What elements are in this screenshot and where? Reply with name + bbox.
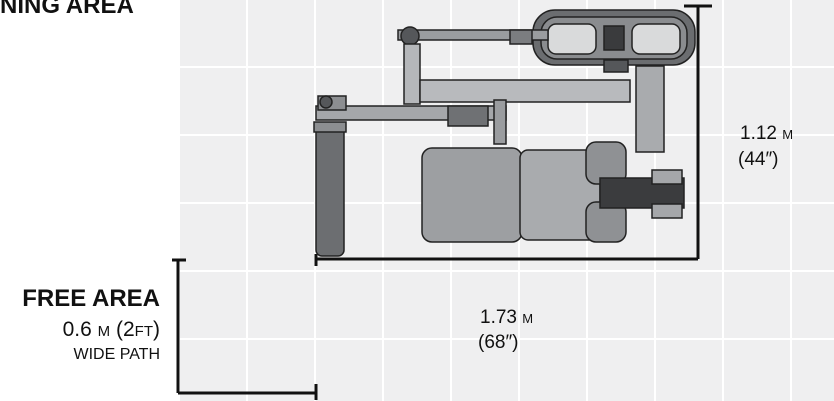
- total-length-unit: M: [522, 307, 534, 328]
- free-area-title: FREE AREA: [22, 285, 160, 312]
- free-area-size-open: (2: [115, 318, 135, 341]
- free-area-size-value: 0.6: [62, 318, 92, 341]
- total-length-label: 1.73 M: [480, 306, 533, 330]
- machine-width-imperial: (44″): [738, 149, 779, 170]
- total-length-value: 1.73: [480, 307, 517, 328]
- machine-top-view: [313, 9, 696, 257]
- free-area-size-close: ): [153, 318, 160, 341]
- machine-width-value: 1.12: [740, 123, 777, 144]
- free-area-size: 0.6 M (2FT): [0, 318, 160, 342]
- total-length-imperial: (68″): [478, 332, 519, 353]
- training-area-outline: [316, 4, 712, 261]
- free-area-size-ft: FT: [134, 318, 153, 341]
- machine-width-unit: M: [782, 123, 794, 144]
- machine-width-label: 1.12 M: [740, 122, 793, 146]
- training-area-title: NING AREA: [0, 0, 134, 19]
- free-area-path-label: WIDE PATH: [73, 346, 160, 363]
- free-area-size-unit: M: [97, 318, 111, 341]
- free-area-outline: [172, 254, 318, 400]
